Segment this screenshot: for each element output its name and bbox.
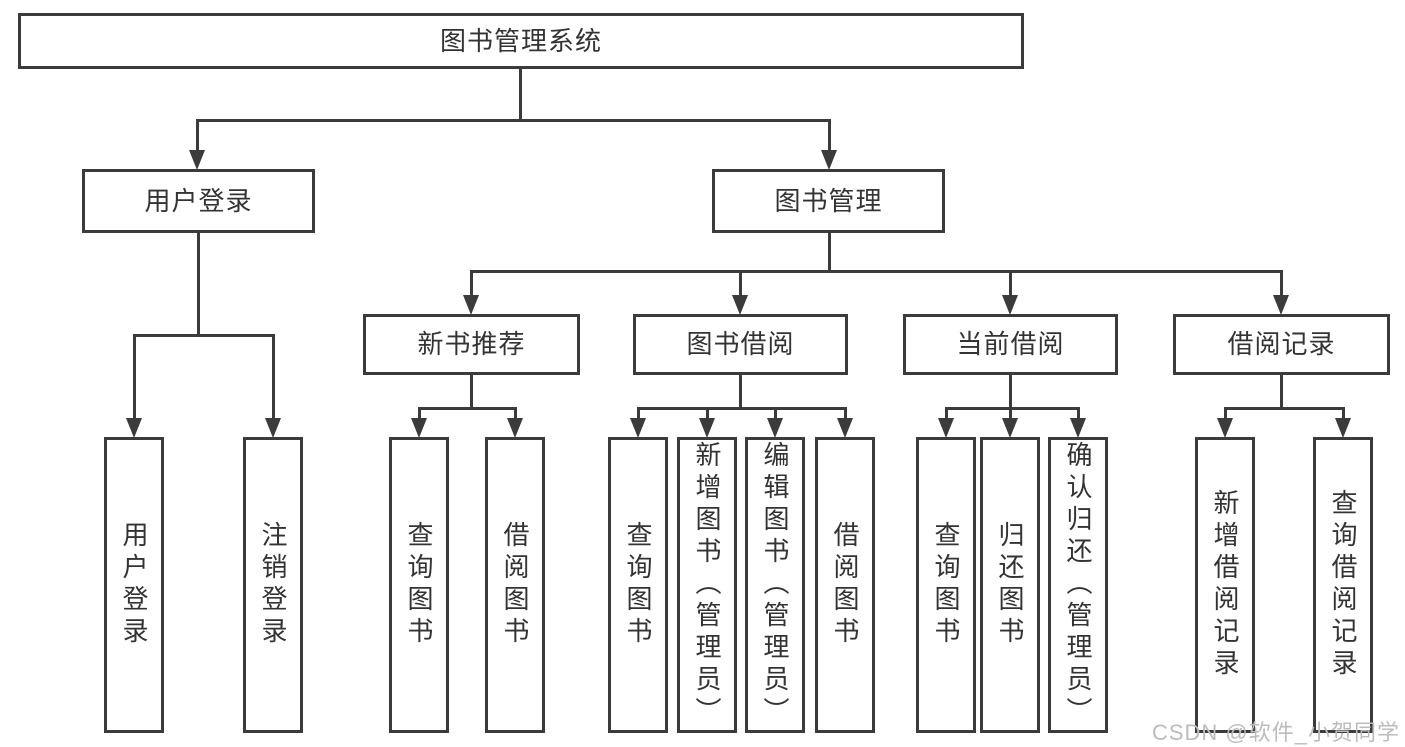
node-leaf-cur-confirm: 确认归还（管理员） [1048, 437, 1108, 733]
node-borrow-records: 借阅记录 [1173, 314, 1390, 375]
node-label: 注销登录 [258, 521, 288, 649]
node-label: 查询图书 [623, 521, 653, 649]
node-leaf-cur-query: 查询图书 [916, 437, 976, 733]
arrow-down-icon [938, 418, 954, 438]
connector-line [738, 269, 742, 300]
connector-line [636, 406, 640, 423]
connector-line [469, 269, 1283, 273]
node-book-borrow: 图书借阅 [633, 314, 848, 375]
node-label: 新书推荐 [417, 329, 526, 360]
node-leaf-bor-borrow: 借阅图书 [815, 437, 875, 733]
arrow-down-icon [463, 295, 479, 315]
arrow-down-icon [767, 418, 783, 438]
node-label: 借阅记录 [1227, 329, 1336, 360]
node-label: 用户登录 [144, 185, 253, 216]
node-leaf-user-login: 用户登录 [104, 437, 164, 733]
arrow-down-icon [837, 418, 853, 438]
node-label: 新增图书（管理员） [692, 441, 722, 729]
connector-line [944, 406, 948, 423]
node-label: 查询借阅记录 [1328, 489, 1358, 681]
connector-line [773, 406, 777, 423]
connector-line [1223, 406, 1345, 410]
connector-line [705, 406, 709, 423]
node-leaf-bor-edit: 编辑图书（管理员） [745, 437, 805, 733]
arrow-down-icon [189, 150, 205, 170]
arrow-down-icon [1070, 418, 1086, 438]
arrow-down-icon [1217, 418, 1233, 438]
connector-line [417, 406, 421, 423]
node-leaf-logout: 注销登录 [243, 437, 303, 733]
connector-line [1076, 406, 1080, 423]
connector-line [827, 118, 831, 155]
connector-line [195, 118, 199, 155]
node-book-mgmt: 图书管理 [712, 169, 945, 233]
arrow-down-icon [265, 418, 281, 438]
node-label: 确认归还（管理员） [1063, 441, 1093, 729]
node-label: 当前借阅 [956, 329, 1065, 360]
connector-line [195, 118, 831, 122]
node-leaf-bor-query: 查询图书 [608, 437, 668, 733]
node-label: 用户登录 [119, 521, 149, 649]
node-root: 图书管理系统 [18, 13, 1024, 69]
arrow-down-icon [732, 295, 748, 315]
arrow-down-icon [411, 418, 427, 438]
connector-line [196, 231, 200, 336]
node-user-login: 用户登录 [82, 169, 315, 233]
connector-line [1279, 373, 1283, 409]
connector-line [1008, 373, 1012, 409]
node-label: 图书借阅 [686, 329, 795, 360]
connector-line [518, 67, 522, 121]
connector-line [636, 406, 847, 410]
arrow-down-icon [630, 418, 646, 438]
node-label: 查询图书 [931, 521, 961, 649]
node-new-book-rec: 新书推荐 [363, 314, 580, 375]
arrow-down-icon [821, 150, 837, 170]
connector-line [132, 333, 275, 337]
connector-line [469, 269, 473, 300]
node-leaf-his-add: 新增借阅记录 [1195, 437, 1255, 733]
connector-line [843, 406, 847, 423]
connector-line [513, 406, 517, 423]
watermark: CSDN @软件_小贺同学 [1151, 720, 1400, 745]
arrow-down-icon [1335, 418, 1351, 438]
node-leaf-cur-return: 归还图书 [980, 437, 1040, 733]
connector-line [1279, 269, 1283, 300]
connector-line [132, 333, 136, 423]
arrow-down-icon [1002, 418, 1018, 438]
connector-line [944, 406, 1080, 410]
arrow-down-icon [1002, 295, 1018, 315]
connector-line [738, 373, 742, 409]
arrow-down-icon [507, 418, 523, 438]
node-label: 借阅图书 [830, 521, 860, 649]
node-leaf-his-query: 查询借阅记录 [1313, 437, 1373, 733]
node-label: 借阅图书 [500, 521, 530, 649]
arrow-down-icon [1273, 295, 1289, 315]
connector-line [1223, 406, 1227, 423]
node-label: 查询图书 [404, 521, 434, 649]
arrow-down-icon [699, 418, 715, 438]
arrow-down-icon [126, 418, 142, 438]
connector-line [1008, 406, 1012, 423]
connector-line [417, 406, 517, 410]
node-label: 归还图书 [995, 521, 1025, 649]
connector-line [271, 333, 275, 423]
connector-line [469, 373, 473, 409]
node-label: 新增借阅记录 [1210, 489, 1240, 681]
node-label: 图书管理系统 [439, 25, 602, 56]
node-leaf-bor-add: 新增图书（管理员） [677, 437, 737, 733]
connector-line [827, 231, 831, 272]
node-current-borrow: 当前借阅 [903, 314, 1118, 375]
connector-line [1341, 406, 1345, 423]
node-leaf-rec-borrow: 借阅图书 [485, 437, 545, 733]
connector-line [1008, 269, 1012, 300]
node-leaf-rec-query: 查询图书 [389, 437, 449, 733]
node-label: 图书管理 [774, 185, 883, 216]
node-label: 编辑图书（管理员） [760, 441, 790, 729]
